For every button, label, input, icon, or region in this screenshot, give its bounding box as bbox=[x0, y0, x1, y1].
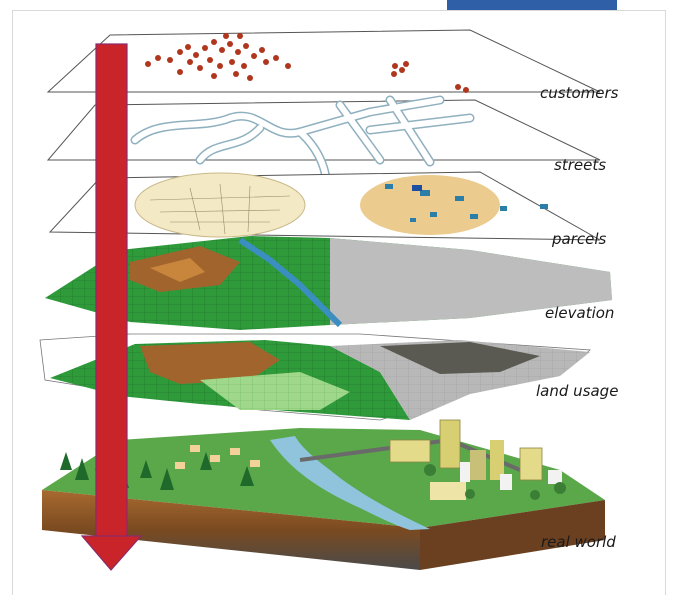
label-elevation: elevation bbox=[545, 304, 615, 322]
customer-points bbox=[145, 33, 469, 93]
customers-plane bbox=[46, 29, 601, 93]
elevation-gray-surface bbox=[330, 238, 612, 325]
land-usage-brown bbox=[140, 342, 280, 384]
label-land-usage: land usage bbox=[536, 382, 619, 400]
real-world-layer bbox=[42, 419, 605, 570]
parcels-plane bbox=[48, 171, 601, 241]
customers-layer bbox=[46, 29, 601, 93]
soil-front bbox=[42, 490, 420, 570]
buildings bbox=[389, 419, 562, 500]
houses bbox=[175, 445, 260, 469]
soil-side bbox=[420, 500, 605, 570]
parcel-area-east bbox=[360, 175, 500, 235]
parcels-layer bbox=[48, 171, 601, 241]
label-real-world: real world bbox=[541, 533, 616, 551]
label-parcels: parcels bbox=[552, 230, 607, 248]
streets-plane bbox=[46, 99, 601, 161]
elevation-river bbox=[238, 237, 343, 328]
label-streets: streets bbox=[554, 156, 607, 174]
downward-arrow bbox=[80, 43, 143, 571]
header-tab bbox=[447, 0, 617, 10]
streets-layer bbox=[46, 95, 601, 200]
parcel-area-west bbox=[134, 172, 306, 238]
label-customers: customers bbox=[540, 84, 619, 102]
elevation-layer bbox=[45, 236, 612, 330]
land-usage-layer bbox=[39, 333, 592, 421]
land-usage-dark bbox=[380, 342, 540, 374]
